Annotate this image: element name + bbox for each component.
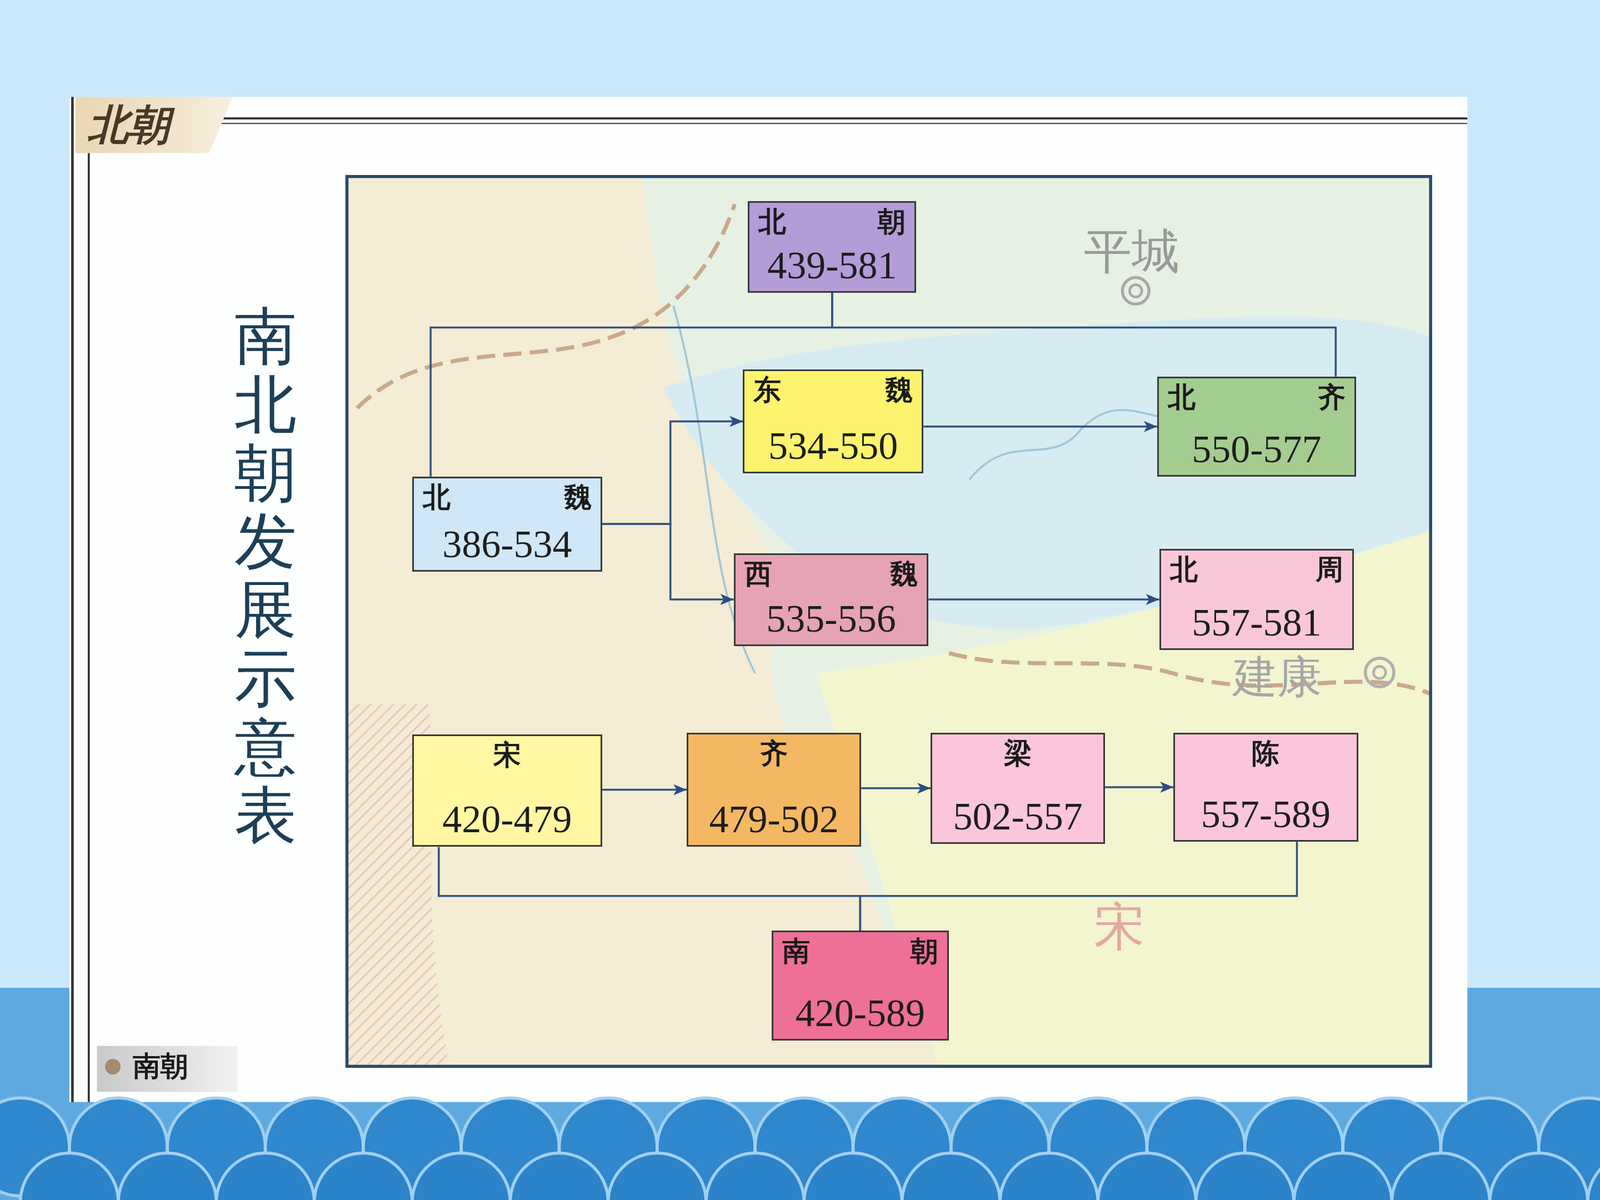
dynasty-box: 北周 557-581 <box>1159 548 1355 650</box>
panel-rule <box>219 117 1468 120</box>
succession-arrow <box>928 598 1159 601</box>
diagram-title: 南北朝发展示意表 <box>234 302 297 850</box>
succession-arrow <box>923 425 1158 428</box>
city-name: 平城 <box>1083 219 1180 285</box>
city-symbol <box>1129 284 1142 297</box>
wave-scallop <box>1000 1153 1098 1200</box>
wave-scallop <box>902 1153 1000 1200</box>
map-legend: 南朝 <box>105 1047 189 1085</box>
wave-scallop <box>412 1153 510 1200</box>
wave-scallop <box>1097 1153 1196 1200</box>
wave-scallop <box>118 1153 217 1200</box>
succession-arrow <box>1105 786 1174 789</box>
dynasty-name: 梁 <box>941 737 1095 770</box>
wave-scallop <box>706 1153 804 1200</box>
legend-swatch <box>105 1058 121 1075</box>
year-range: 557-589 <box>1183 792 1348 836</box>
year-range: 534-550 <box>753 424 913 468</box>
dynasty-box: 北魏 386-534 <box>412 476 603 572</box>
dynasty-name: 西魏 <box>744 558 919 591</box>
wave-scallop <box>510 1153 608 1200</box>
map-ground <box>346 176 1431 1067</box>
year-range: 479-502 <box>697 797 851 841</box>
dynasty-box: 西魏 535-556 <box>733 553 929 647</box>
wave-scallop <box>1293 1153 1392 1200</box>
dynasty-name: 宋 <box>422 739 592 772</box>
wave-scallop <box>20 1153 119 1200</box>
city-symbol <box>1122 277 1149 305</box>
map-boundary <box>948 653 1431 694</box>
dynasty-box: 齐 479-502 <box>686 732 862 848</box>
wave-scallop <box>608 1153 707 1200</box>
dynasty-name: 陈 <box>1183 737 1348 770</box>
year-range: 439-581 <box>758 243 906 287</box>
legend-plate <box>96 1046 238 1093</box>
dynasty-box: 陈 557-589 <box>1173 732 1358 843</box>
succession-arrow <box>602 523 734 600</box>
bracket-line <box>860 841 1297 931</box>
panel-rule <box>87 153 90 1103</box>
city-name: 建康 <box>1232 647 1322 708</box>
wave-scallop <box>1196 1153 1294 1200</box>
section-tab-label: 北朝 <box>87 97 170 154</box>
dynasty-name: 北齐 <box>1167 381 1346 414</box>
dynasty-box: 北朝 439-581 <box>747 201 917 293</box>
map-frame <box>346 176 1431 1067</box>
map-land <box>346 176 1431 1067</box>
map-region <box>663 316 1431 629</box>
year-range: 557-581 <box>1170 601 1344 644</box>
succession-arrow <box>861 787 931 790</box>
succession-arrow <box>602 421 743 525</box>
wave-scallop <box>1391 1153 1490 1200</box>
dynasty-box: 北齐 550-577 <box>1157 376 1357 477</box>
city-symbol <box>1365 658 1394 687</box>
year-range: 502-557 <box>941 795 1095 838</box>
dynasty-box: 梁 502-557 <box>930 732 1105 844</box>
wave-scallop <box>803 1153 902 1200</box>
dynasty-box: 东魏 534-550 <box>742 369 924 474</box>
dynasty-name: 南朝 <box>782 935 939 968</box>
map-boundary <box>357 203 735 408</box>
dynasty-box: 宋 420-479 <box>412 734 603 847</box>
slide-panel <box>69 96 1468 1102</box>
panel-rule <box>71 96 74 1102</box>
region-name: 宋 <box>1093 892 1145 962</box>
year-range: 550-577 <box>1167 427 1346 471</box>
year-range: 386-534 <box>422 522 592 566</box>
succession-arrow <box>602 788 687 792</box>
panel-rule <box>219 122 1468 124</box>
wave-border <box>0 1097 1600 1200</box>
dynasty-name: 齐 <box>697 737 851 770</box>
year-range: 420-589 <box>782 991 939 1035</box>
legend-text: 南朝 <box>132 1047 189 1085</box>
wave-scallop <box>1490 1153 1588 1200</box>
dynasty-name: 东魏 <box>753 374 913 407</box>
bracket-line <box>438 846 861 931</box>
wave-scallop <box>314 1153 413 1200</box>
wave-scallop <box>216 1153 314 1200</box>
dynasty-box: 南朝 420-589 <box>771 930 950 1041</box>
year-range: 535-556 <box>744 597 919 640</box>
dynasty-name: 北周 <box>1170 553 1344 587</box>
section-tab <box>75 96 233 153</box>
dynasty-name: 北魏 <box>422 481 592 514</box>
dynasty-name: 北朝 <box>758 206 906 239</box>
bracket-line <box>832 292 1336 377</box>
city-symbol <box>1373 666 1386 679</box>
year-range: 420-479 <box>422 797 592 841</box>
wave-scallop <box>1587 1153 1600 1200</box>
